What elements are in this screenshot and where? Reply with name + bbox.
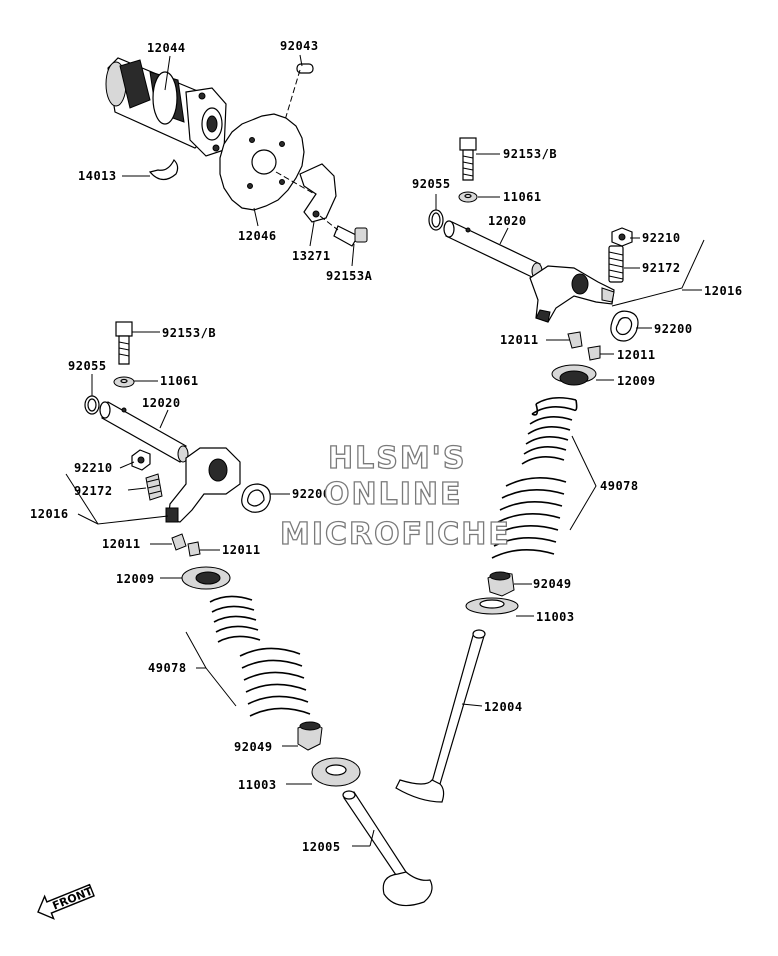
label-12020-left: 12020 bbox=[142, 396, 181, 410]
sprocket-bolt-drawing bbox=[319, 215, 368, 247]
label-92043: 92043 bbox=[280, 39, 319, 53]
label-92055-right: 92055 bbox=[412, 177, 451, 191]
left-oil-seal-drawing bbox=[297, 721, 323, 751]
left-rocker-shaft-drawing bbox=[99, 401, 189, 463]
right-spring-retainer-drawing bbox=[551, 364, 597, 386]
right-oil-seal-drawing bbox=[487, 571, 515, 597]
leader-lines bbox=[65, 54, 705, 847]
plate-drawing bbox=[299, 163, 337, 223]
right-adjust-screw-drawing bbox=[608, 245, 624, 283]
label-12044: 12044 bbox=[147, 41, 186, 55]
camshaft-drawing bbox=[105, 57, 227, 157]
cam-sprocket-drawing bbox=[219, 113, 319, 211]
right-locknut-drawing bbox=[611, 227, 633, 247]
intake-valve-drawing bbox=[342, 790, 433, 907]
left-locknut-drawing bbox=[131, 449, 151, 471]
label-13271: 13271 bbox=[292, 249, 331, 263]
label-14013: 14013 bbox=[78, 169, 117, 183]
front-label: FRONT bbox=[51, 885, 95, 913]
label-11003-left: 11003 bbox=[238, 778, 277, 792]
label-92172-right: 92172 bbox=[642, 261, 681, 275]
label-12016-right: 12016 bbox=[704, 284, 743, 298]
label-12016-left: 12016 bbox=[30, 507, 69, 521]
front-arrow-icon bbox=[37, 883, 95, 920]
label-12011-right-a: 12011 bbox=[500, 333, 539, 347]
right-gasket-drawing bbox=[610, 310, 639, 342]
left-spring-seat-drawing bbox=[311, 757, 361, 787]
left-o-ring-drawing bbox=[84, 395, 100, 415]
label-12011-left-a: 12011 bbox=[102, 537, 141, 551]
label-49078-right: 49078 bbox=[600, 479, 639, 493]
part-labels: 12044 92043 14013 12046 13271 92153A 921… bbox=[30, 39, 743, 854]
right-spring-seat-drawing bbox=[465, 597, 519, 615]
left-cotters-drawing bbox=[171, 533, 201, 557]
watermark-line-1: HLSM'S bbox=[328, 441, 466, 476]
left-bolt-drawing bbox=[115, 321, 133, 365]
right-cotters-drawing bbox=[567, 331, 601, 361]
label-12005: 12005 bbox=[302, 840, 341, 854]
exhaust-valve-drawing bbox=[395, 629, 486, 803]
label-12009-left: 12009 bbox=[116, 572, 155, 586]
left-valve-spring-drawing bbox=[209, 595, 311, 717]
left-washer-drawing bbox=[113, 376, 135, 388]
left-gasket-drawing bbox=[241, 483, 271, 513]
watermark: HLSM'S ONLINE MICROFICHE bbox=[279, 440, 511, 552]
label-12011-left-b: 12011 bbox=[222, 543, 261, 557]
label-49078-left: 49078 bbox=[148, 661, 187, 675]
label-92049-right: 92049 bbox=[533, 577, 572, 591]
right-bolt-drawing bbox=[459, 137, 477, 181]
label-11003-right: 11003 bbox=[536, 610, 575, 624]
circlip-drawing bbox=[148, 158, 179, 181]
left-rocker-arm-drawing bbox=[165, 447, 241, 523]
label-92153b-left: 92153/B bbox=[162, 326, 216, 340]
dowel-pin-drawing bbox=[281, 63, 314, 131]
label-92153b-right: 92153/B bbox=[503, 147, 557, 161]
label-92055-left: 92055 bbox=[68, 359, 107, 373]
right-valve-spring-drawing bbox=[491, 396, 578, 559]
left-spring-retainer-drawing bbox=[181, 566, 231, 590]
label-12011-right-b: 12011 bbox=[617, 348, 656, 362]
label-92200-left: 92200 bbox=[292, 487, 331, 501]
right-o-ring-drawing bbox=[428, 209, 444, 231]
label-92172-left: 92172 bbox=[74, 484, 113, 498]
label-12009-right: 12009 bbox=[617, 374, 656, 388]
label-92200-right: 92200 bbox=[654, 322, 693, 336]
label-92049-left: 92049 bbox=[234, 740, 273, 754]
right-washer-drawing bbox=[458, 191, 478, 203]
label-92210-right: 92210 bbox=[642, 231, 681, 245]
label-12046: 12046 bbox=[238, 229, 277, 243]
label-92210-left: 92210 bbox=[74, 461, 113, 475]
front-arrow: FRONT bbox=[37, 883, 95, 920]
right-rocker-arm-drawing bbox=[529, 265, 615, 323]
right-rocker-shaft-drawing bbox=[443, 220, 543, 280]
label-11061-right: 11061 bbox=[503, 190, 542, 204]
watermark-line-3: MICROFICHE bbox=[280, 517, 511, 552]
left-adjust-screw-drawing bbox=[145, 473, 163, 501]
watermark-line-2: ONLINE bbox=[324, 477, 463, 512]
label-12020-right: 12020 bbox=[488, 214, 527, 228]
label-11061-left: 11061 bbox=[160, 374, 199, 388]
label-92153A: 92153A bbox=[326, 269, 373, 283]
label-12004: 12004 bbox=[484, 700, 523, 714]
